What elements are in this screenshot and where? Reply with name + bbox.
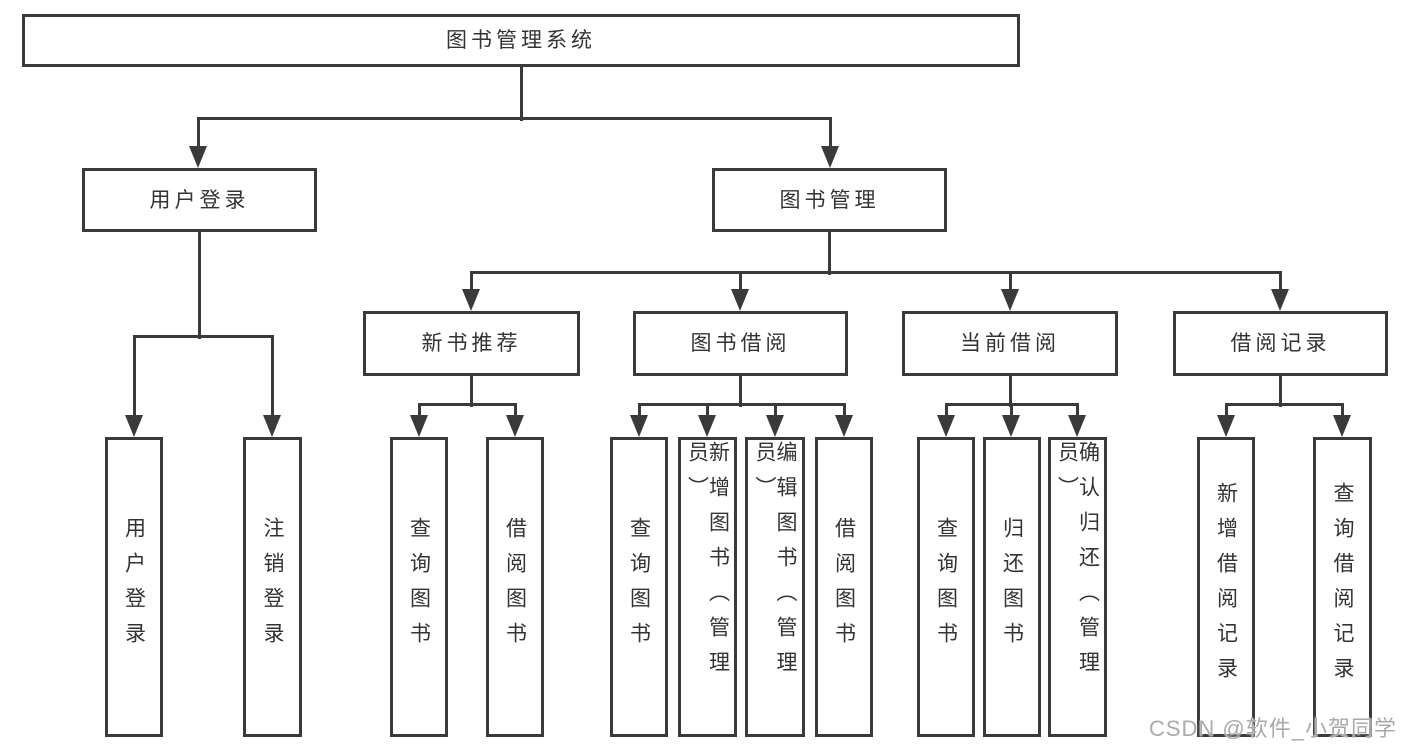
arrowhead-down-icon bbox=[1001, 289, 1019, 311]
node-leaf-user-login: 用户登录 bbox=[105, 437, 163, 737]
connector-drop bbox=[842, 404, 846, 421]
connector-drop bbox=[1224, 404, 1228, 421]
connector-stem bbox=[519, 67, 523, 121]
arrowhead-down-icon bbox=[698, 415, 716, 437]
arrowhead-down-icon bbox=[1333, 415, 1351, 437]
arrowhead-down-icon bbox=[263, 415, 281, 437]
node-label: 编辑图书（管理员） bbox=[753, 441, 797, 686]
arrowhead-down-icon bbox=[125, 415, 143, 437]
watermark-text: CSDN @软件_小贺同学 bbox=[1148, 716, 1397, 741]
node-label: 图书借阅 bbox=[690, 332, 791, 355]
node-leaf-add-borrow-record: 新增借阅记录 bbox=[1197, 437, 1255, 737]
connector-branch bbox=[132, 334, 274, 338]
node-label: 查询图书 bbox=[627, 517, 651, 657]
arrowhead-down-icon bbox=[766, 415, 784, 437]
connector-branch bbox=[196, 116, 832, 120]
node-leaf-return-books: 归还图书 bbox=[983, 437, 1041, 737]
arrowhead-down-icon bbox=[937, 415, 955, 437]
connector-drop bbox=[828, 118, 832, 152]
arrowhead-down-icon bbox=[835, 415, 853, 437]
connector-drop bbox=[1075, 404, 1079, 421]
node-label: 新增借阅记录 bbox=[1214, 482, 1238, 692]
connector-stem bbox=[469, 376, 473, 407]
connector-branch bbox=[469, 270, 1282, 274]
connector-drop bbox=[773, 404, 777, 421]
node-label: 新书推荐 bbox=[421, 332, 522, 355]
node-label: 用户登录 bbox=[122, 517, 146, 657]
arrowhead-down-icon bbox=[1002, 415, 1020, 437]
arrowhead-down-icon bbox=[506, 415, 524, 437]
connector-drop bbox=[196, 118, 200, 152]
node-leaf-query-borrow-record: 查询借阅记录 bbox=[1313, 437, 1372, 737]
connector-branch bbox=[637, 402, 846, 406]
arrowhead-down-icon bbox=[821, 146, 839, 168]
connector-drop bbox=[417, 404, 421, 421]
node-book-management: 图书管理 bbox=[712, 168, 947, 232]
arrowhead-down-icon bbox=[462, 289, 480, 311]
node-borrow-records: 借阅记录 bbox=[1173, 311, 1388, 376]
node-label: 注销登录 bbox=[261, 517, 284, 657]
connector-drop bbox=[1009, 404, 1013, 421]
connector-drop bbox=[270, 336, 274, 421]
node-leaf-confirm-return: 确认归还（管理员） bbox=[1048, 437, 1107, 737]
node-label: 查询借阅记录 bbox=[1331, 482, 1354, 692]
connector-stem bbox=[827, 232, 831, 275]
node-leaf-borrow-books-rec: 借阅图书 bbox=[486, 437, 544, 737]
connector-drop bbox=[513, 404, 517, 421]
node-label: 确认归还（管理员） bbox=[1055, 441, 1100, 686]
node-label: 当前借阅 bbox=[960, 332, 1060, 355]
node-leaf-query-books-rec: 查询图书 bbox=[390, 437, 448, 737]
connector-drop bbox=[1008, 272, 1012, 295]
connector-drop bbox=[132, 336, 136, 421]
node-label: 借阅图书 bbox=[832, 517, 856, 657]
node-user-login-group: 用户登录 bbox=[82, 168, 317, 232]
connector-stem bbox=[197, 232, 201, 339]
node-book-borrowing: 图书借阅 bbox=[633, 311, 848, 376]
node-label: 图书管理 bbox=[779, 188, 880, 212]
node-new-book-recommend: 新书推荐 bbox=[363, 311, 580, 376]
connector-drop bbox=[738, 272, 742, 295]
arrowhead-down-icon bbox=[630, 415, 648, 437]
node-leaf-logout: 注销登录 bbox=[243, 437, 302, 737]
node-label: 用户登录 bbox=[149, 188, 250, 212]
node-leaf-borrow-books-borrow: 借阅图书 bbox=[815, 437, 873, 737]
node-label: 查询图书 bbox=[934, 517, 958, 657]
connector-drop bbox=[705, 404, 709, 421]
arrowhead-down-icon bbox=[410, 415, 428, 437]
node-label: 图书管理系统 bbox=[446, 29, 596, 52]
connector-drop bbox=[1340, 404, 1344, 421]
arrowhead-down-icon bbox=[731, 289, 749, 311]
node-leaf-query-books-current: 查询图书 bbox=[917, 437, 975, 737]
node-system-root: 图书管理系统 bbox=[22, 14, 1020, 67]
node-current-borrowing: 当前借阅 bbox=[902, 311, 1118, 376]
node-label: 新增图书（管理员） bbox=[685, 441, 730, 686]
arrowhead-down-icon bbox=[1217, 415, 1235, 437]
node-leaf-query-books-borrow: 查询图书 bbox=[610, 437, 668, 737]
node-label: 归还图书 bbox=[1000, 517, 1024, 657]
node-label: 查询图书 bbox=[407, 517, 431, 657]
connector-drop bbox=[469, 272, 473, 295]
connector-drop bbox=[1278, 272, 1282, 295]
node-label: 借阅图书 bbox=[503, 517, 527, 657]
connector-stem bbox=[738, 376, 742, 407]
node-leaf-add-books-admin: 新增图书（管理员） bbox=[678, 437, 737, 737]
node-leaf-edit-books-admin: 编辑图书（管理员） bbox=[745, 437, 805, 737]
connector-branch bbox=[417, 402, 517, 406]
connector-drop bbox=[637, 404, 641, 421]
connector-drop bbox=[944, 404, 948, 421]
arrowhead-down-icon bbox=[189, 146, 207, 168]
connector-stem bbox=[1278, 376, 1282, 407]
connector-stem bbox=[1008, 376, 1012, 407]
arrowhead-down-icon bbox=[1271, 289, 1289, 311]
node-label: 借阅记录 bbox=[1230, 332, 1331, 355]
arrowhead-down-icon bbox=[1068, 415, 1086, 437]
connector-branch bbox=[1224, 402, 1344, 406]
